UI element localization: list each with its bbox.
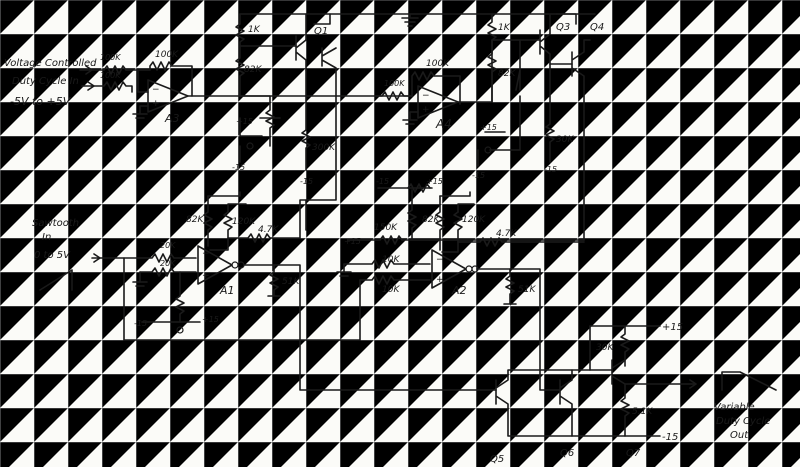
opamp-a4-label: A4 [435,117,452,131]
q3-pot-minus15: -15 [472,171,485,180]
opamp-a3-label: A3 [164,112,180,125]
output-plus15-rail: +15 [662,322,683,333]
vc-input-range: -5V to +5V [10,95,72,108]
opamp-a1-label: A1 [219,284,235,297]
top-ground-rail [239,13,596,27]
a3-plus-sign: + [152,99,160,109]
q1-stage: 1K 82K +15 -15 Q1 300K -15 [232,13,337,231]
a2-4.7k-resistor-value: 4.7K [496,229,517,239]
a4-input-resistor-value: 100K [384,79,405,88]
voltage-control-input-label: Voltage Controlled Duty Cycle In -5V to … [4,58,97,108]
vc-input-label-line2: Duty Cycle In [12,76,79,87]
sawtooth-waveform-icon [39,269,73,291]
a4-input-resistor: 100K [375,79,413,101]
sawtooth-label-line2: In [42,232,51,243]
opamp-a3: − + A3 [132,79,189,125]
a2-stage: +15 -15 +15 150K 10K 10K − + A2 82K 120K… [336,177,585,391]
vc-input-label-line1: Voltage Controlled [4,58,97,69]
a1-82k-resistor-value: 82K [186,215,204,225]
output-label: Variable Duty Cycle Out [714,371,777,441]
q1-emitter-rail: -15 [300,177,313,186]
a2-82k-resistor-value: 82K [422,215,440,225]
sawtooth-label-line1: Sawtooth [32,218,79,229]
transistor-q1-label: Q1 [314,26,328,37]
a1-minus-sign: − [202,249,210,259]
transistor-q5-label: Q5 [490,454,504,465]
a3-input-resistor-2-value: 100K [100,71,121,80]
a1-stage: 20K 20K -15 +15 − + A1 82K 120K 4.7K 51K [99,191,497,391]
output-transistor-stage: Q5 Q6 +15 30K 5.1K -15 Q7 [490,322,697,465]
output-label-line3: Out [730,430,749,441]
q7-collector-resistor-value: 30K [596,343,614,353]
q1-top-resistor-value: 1K [248,25,261,35]
transistor-q4-label: Q4 [590,22,604,33]
a1-120k-resistor-value: 120K [232,217,256,227]
q3-mid-resistor-value: 82K [498,69,516,79]
a3-feedback-resistor-value: 100K [155,50,179,60]
transistor-q7-label: Q7 [626,448,641,459]
a2-150k-resistor-value: 150K [374,223,398,233]
a3-input-resistors: 100K 100K [91,53,149,93]
a2-plus-sign: + [436,275,444,285]
q7-emitter-resistor-value: 5.1K [632,407,653,417]
q1-emitter-resistor-value: 300K [312,143,336,153]
a4-plus-sign: + [422,105,430,115]
transistor-q3-label: Q3 [556,22,570,33]
a1-4.7k-resistor-value: 4.7K [258,225,279,235]
a2-input-resistor-1-value: 10K [382,255,400,265]
q4-emitter-resistor-value: 30K [556,135,574,145]
a1-offset-minus15: -15 [134,319,147,328]
output-label-line1: Variable [714,402,755,413]
a2-120k-resistor-value: 120K [462,215,486,225]
a2-output-resistor-value: 51K [518,285,536,295]
sawtooth-range: 0 to 5V [34,250,71,261]
a2-minus-sign: − [436,255,444,265]
transistor-q6-label: Q6 [560,448,574,459]
q3-q4-stage: 1K 82K +15 -15 Q3 Q4 30K -15 [429,13,604,241]
a2-150k-plus15: +15 [344,237,361,246]
a1-input-resistor-value: 20K [160,241,176,250]
a3-input-resistor-1-value: 100K [100,53,121,62]
opamp-a2-label: A2 [451,284,467,297]
output-minus15-rail: -15 [662,432,678,443]
q1-mid-resistor-value: 82K [244,65,262,75]
a2-input-resistor-2-value: 10K [382,285,400,295]
a1-plus-sign: + [202,271,210,281]
a4-feedback-resistor-value: 100K [426,59,450,69]
q3-top-resistor-value: 1K [498,23,511,33]
output-waveform-icon [721,371,777,391]
q1-pot-minus15: -15 [232,163,245,172]
q1-pot-plus15: +15 [236,117,253,126]
a1-ground-resistor-value: 20K [160,259,176,268]
q3-pot-plus15: +15 [480,123,497,132]
a2-top-plus15: +15 [426,177,443,186]
a1-offset-plus15: +15 [202,315,219,324]
q4-emitter-rail: -15 [544,165,557,174]
a1-output-resistor-value: 51K [282,277,300,287]
a4-minus-sign: − [422,91,430,101]
a4-feedback-resistor: 100K [411,59,461,105]
a3-minus-sign: − [152,85,160,95]
a2-top-minus15: -15 [376,177,389,186]
output-label-line2: Duty Cycle [716,416,770,427]
a3-feedback-resistor: 100K [137,50,193,97]
